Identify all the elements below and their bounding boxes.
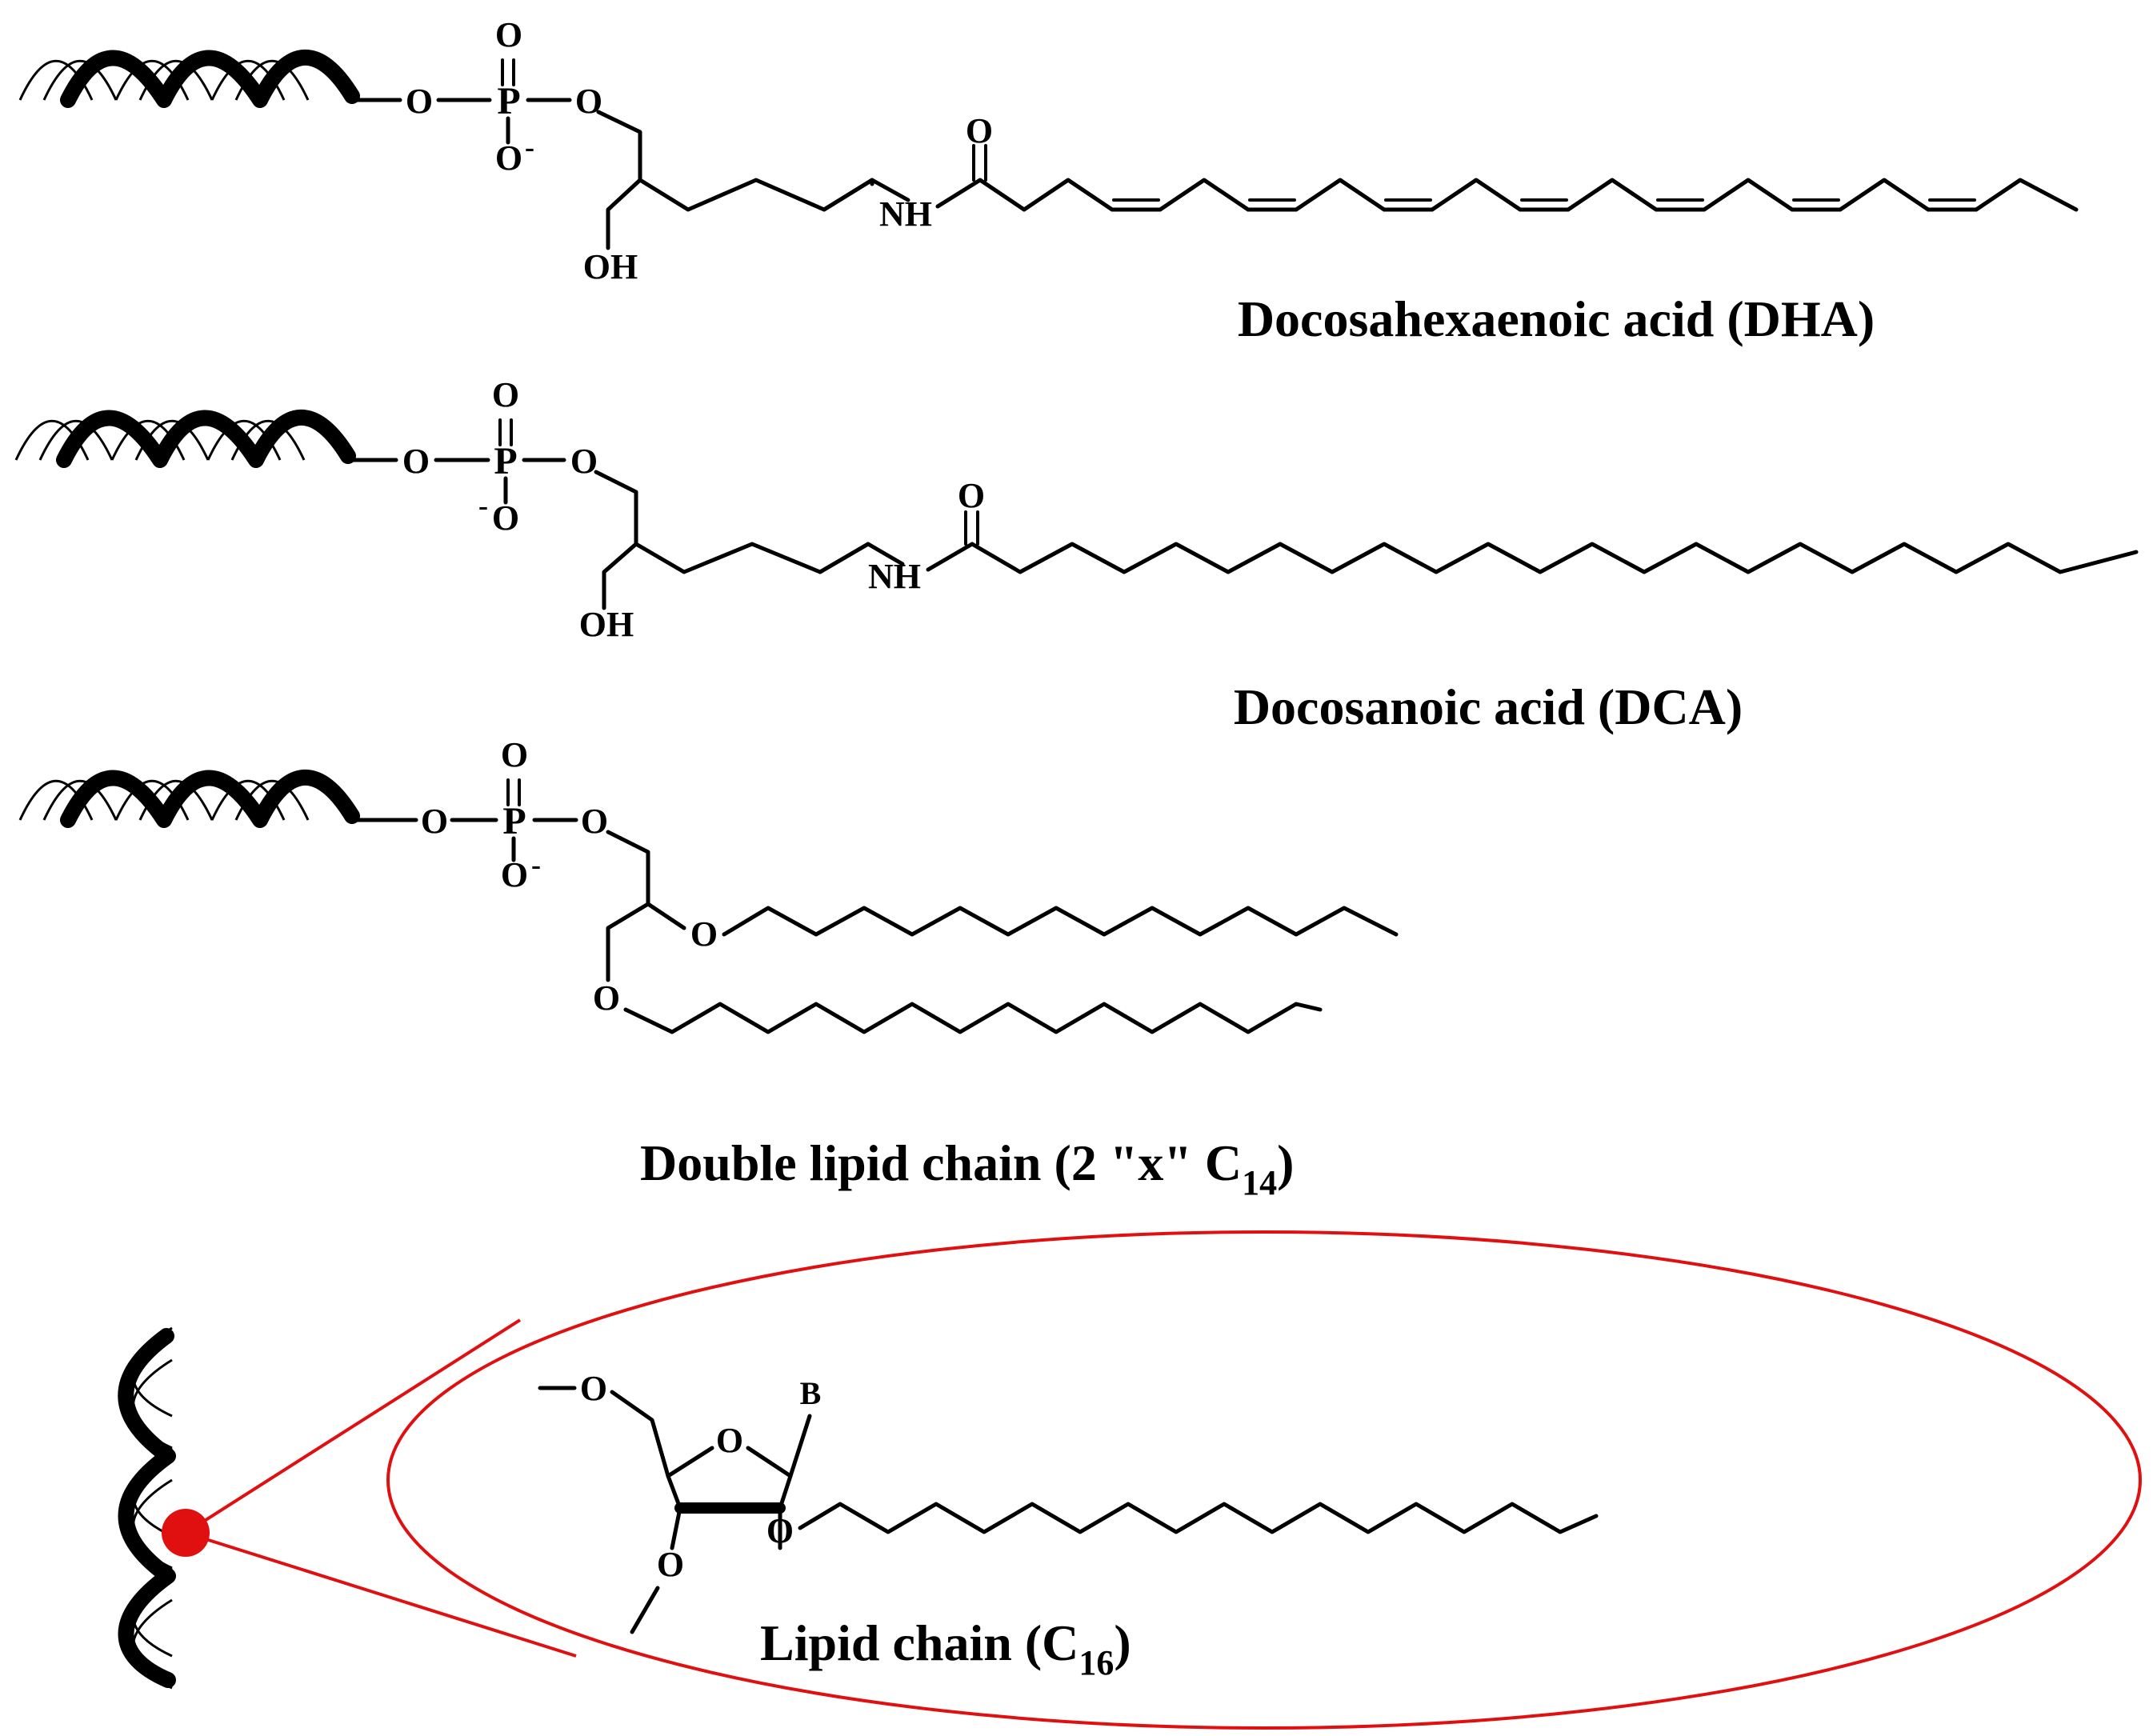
phosphate-group: O P O O - O [406, 15, 602, 178]
carbonyl-oxygen-label: O [958, 476, 985, 515]
amide-nh-label: NH [868, 557, 921, 596]
negative-charge-label: - [531, 849, 541, 881]
ribose-ring: O O B O O [538, 1369, 822, 1634]
lipid-modified-nucleotide-inset: O O B O O Lipid chain (C16) [118, 1230, 2142, 1730]
dna-helix-icon [14, 409, 356, 468]
ether-oxygen-lower-label: O [593, 978, 620, 1018]
dna-helix-icon [18, 49, 360, 108]
linker-oxygen-label: O [581, 802, 608, 841]
hydroxyl-label: OH [583, 247, 638, 286]
ester-oxygen-label: O [406, 82, 433, 121]
double-lipid-conjugate: O P O O - O O O Double lipid chain (2 "x… [18, 735, 1399, 1202]
linker-oxygen-label: O [575, 82, 602, 121]
hydroxyl-label: OH [579, 605, 634, 644]
dca-conjugate: O P O O - O OH NH O Docosanoic acid (DCA… [14, 375, 2139, 735]
dha-caption: Docosahexaenoic acid (DHA) [1238, 290, 1875, 347]
negative-charge-label: - [478, 490, 488, 522]
phosphoryl-oxygen-label: O [501, 735, 528, 774]
upper-c14-chain [722, 906, 1399, 937]
double-lipid-caption: Double lipid chain (2 "x" C14) [640, 1134, 1294, 1202]
dna-helix-icon [18, 769, 360, 828]
negative-charge-label: - [525, 131, 534, 163]
lipid-chain-caption: Lipid chain (C16) [760, 1614, 1131, 1682]
ring-oxygen-label: O [716, 1421, 743, 1460]
ether-oxygen-upper-label: O [690, 914, 718, 954]
ester-oxygen-label: O [421, 802, 448, 841]
zoom-ellipse [386, 1230, 2142, 1730]
dha-conjugate: O P O O - O OH NH O Docosahexaenoic acid… [18, 15, 2079, 347]
anionic-oxygen-label: O [492, 498, 519, 538]
phosphate-group: O P O O - O [421, 735, 608, 894]
dca-caption: Docosanoic acid (DCA) [1234, 678, 1743, 735]
vertical-dna-helix-icon [118, 1326, 176, 1690]
five-prime-oxygen-label: O [580, 1369, 607, 1408]
linker-oxygen-label: O [570, 442, 598, 481]
carbonyl-oxygen-label: O [966, 111, 993, 150]
phosphorus-label: P [502, 800, 526, 842]
three-prime-oxygen-label: O [657, 1545, 684, 1584]
lower-c14-chain [623, 1002, 1323, 1034]
nucleobase-label: B [800, 1375, 822, 1411]
dca-saturated-tail [970, 542, 2139, 574]
phosphorus-label: P [497, 80, 520, 122]
phosphorus-label: P [494, 440, 517, 482]
anionic-oxygen-label: O [501, 855, 528, 894]
dha-polyunsaturated-tail [1110, 178, 2079, 212]
two-prime-oxygen-label: O [766, 1511, 794, 1550]
phosphoryl-oxygen-label: O [495, 15, 522, 54]
anionic-oxygen-label: O [495, 138, 522, 178]
phosphoryl-oxygen-label: O [492, 375, 519, 414]
ester-oxygen-label: O [402, 442, 430, 481]
c16-lipid-chain [798, 1502, 1599, 1534]
phosphate-group: O P O O - O [402, 375, 598, 538]
amide-nh-label: NH [879, 194, 932, 234]
